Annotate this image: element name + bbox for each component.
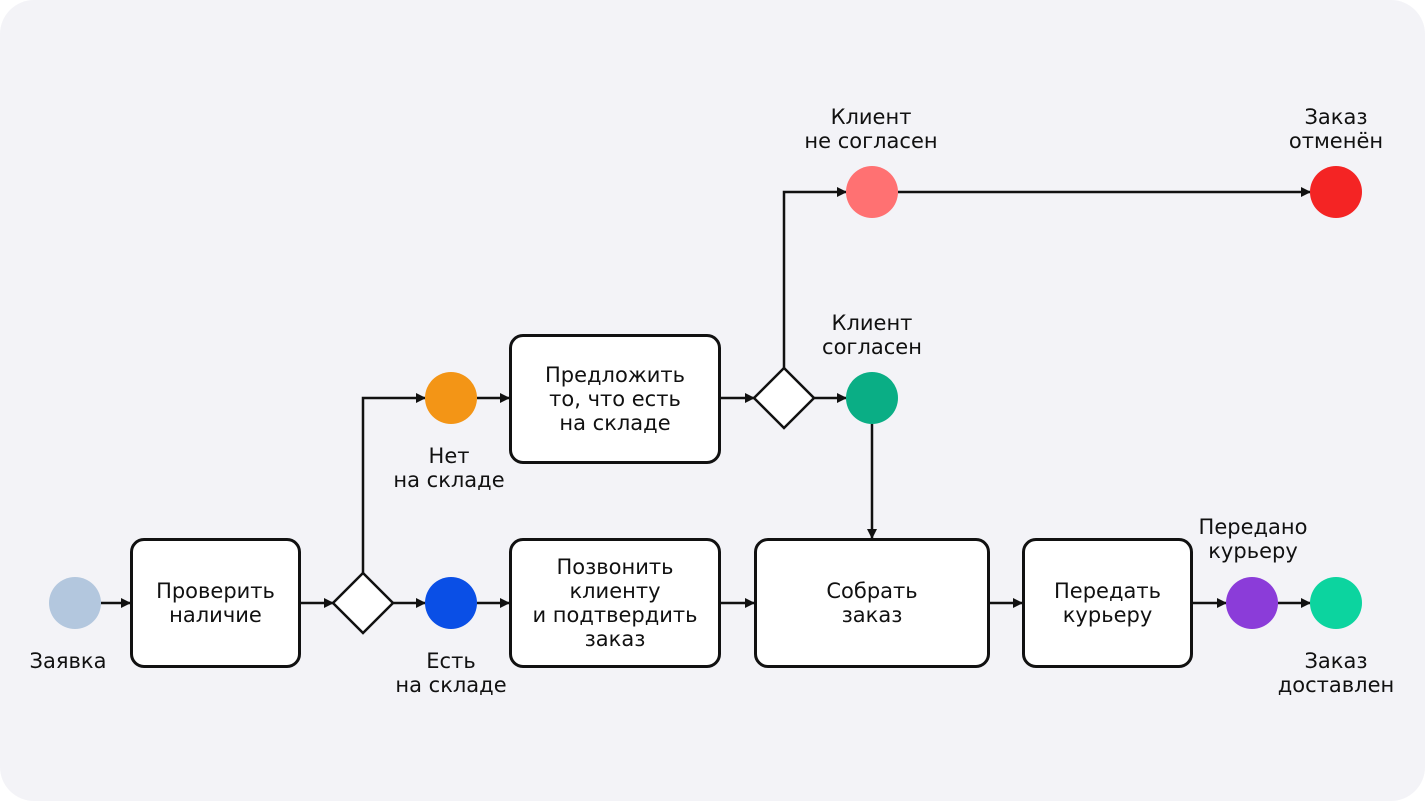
task-offer-in-stock: Предложить то, что есть на складе	[509, 334, 721, 464]
task-call-client: Позвонить клиенту и подтвердить заказ	[509, 538, 721, 668]
task-check-availability-label: Проверить наличие	[156, 579, 275, 627]
event-order-cancelled-label: Заказ отменён	[1288, 105, 1384, 153]
arrow-gateway-to-notinstock	[361, 393, 426, 573]
event-order-delivered	[1310, 577, 1362, 629]
task-check-availability: Проверить наличие	[130, 538, 301, 668]
event-request	[49, 577, 101, 629]
arrow-gateway-to-disagrees	[782, 187, 847, 368]
event-in-stock	[425, 577, 477, 629]
event-order-delivered-label: Заказ доставлен	[1277, 649, 1395, 697]
event-client-agrees	[846, 372, 898, 424]
event-order-cancelled	[1310, 166, 1362, 218]
event-handed-to-courier	[1226, 577, 1278, 629]
task-hand-to-courier-label: Передать курьеру	[1054, 579, 1161, 627]
task-offer-in-stock-label: Предложить то, что есть на складе	[544, 363, 685, 435]
task-hand-to-courier: Передать курьеру	[1022, 538, 1193, 668]
event-not-in-stock-label: Нет на складе	[393, 444, 505, 492]
task-assemble-order-label: Собрать заказ	[826, 579, 918, 627]
event-client-disagrees-label: Клиент не согласен	[804, 105, 938, 153]
event-handed-to-courier-label: Передано курьеру	[1198, 515, 1308, 563]
gateway-stock	[331, 571, 395, 635]
event-client-disagrees	[846, 166, 898, 218]
event-not-in-stock	[425, 372, 477, 424]
event-in-stock-label: Есть на складе	[395, 649, 507, 697]
task-call-client-label: Позвонить клиенту и подтвердить заказ	[532, 555, 698, 651]
task-assemble-order: Собрать заказ	[754, 538, 990, 668]
event-client-agrees-label: Клиент согласен	[822, 311, 922, 359]
event-request-label: Заявка	[29, 649, 107, 673]
gateway-client	[752, 366, 816, 430]
